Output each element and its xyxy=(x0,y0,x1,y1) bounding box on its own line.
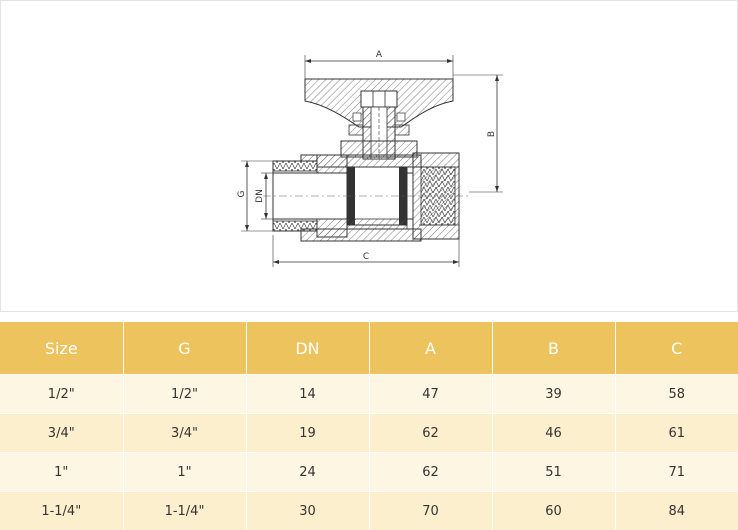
cell-dn: 24 xyxy=(246,453,369,492)
cell-b: 46 xyxy=(492,414,615,453)
cell-c: 71 xyxy=(615,453,738,492)
cell-a: 62 xyxy=(369,453,492,492)
cell-size: 1-1/4" xyxy=(0,492,123,530)
cell-g: 1-1/4" xyxy=(123,492,246,530)
handle-nut xyxy=(361,91,397,107)
cell-c: 61 xyxy=(615,414,738,453)
cell-dn: 19 xyxy=(246,414,369,453)
table-row: 1" 1" 24 62 51 71 xyxy=(0,453,738,492)
cell-c: 58 xyxy=(615,375,738,414)
cell-dn: 14 xyxy=(246,375,369,414)
cell-a: 47 xyxy=(369,375,492,414)
header-size: Size xyxy=(0,322,123,375)
table-row: 1/2" 1/2" 14 47 39 58 xyxy=(0,375,738,414)
cell-g: 1/2" xyxy=(123,375,246,414)
header-dn: DN xyxy=(246,322,369,375)
dim-a-label: A xyxy=(376,50,383,60)
cell-size: 3/4" xyxy=(0,414,123,453)
cell-b: 51 xyxy=(492,453,615,492)
dim-g-label: G xyxy=(237,190,247,197)
cell-size: 1" xyxy=(0,453,123,492)
header-g: G xyxy=(123,322,246,375)
cell-b: 60 xyxy=(492,492,615,530)
specification-table: Size G DN A B C 1/2" 1/2" 14 47 39 58 3/… xyxy=(0,322,738,530)
cell-dn: 30 xyxy=(246,492,369,530)
dim-dn-label: DN xyxy=(255,189,265,203)
valve-drawing: A B C G DN xyxy=(1,1,737,311)
header-b: B xyxy=(492,322,615,375)
technical-drawing-panel: A B C G DN xyxy=(0,0,738,312)
cell-a: 70 xyxy=(369,492,492,530)
cell-g: 3/4" xyxy=(123,414,246,453)
header-a: A xyxy=(369,322,492,375)
table-row: 3/4" 3/4" 19 62 46 61 xyxy=(0,414,738,453)
header-c: C xyxy=(615,322,738,375)
cell-a: 62 xyxy=(369,414,492,453)
cell-b: 39 xyxy=(492,375,615,414)
dim-b-label: B xyxy=(487,131,497,137)
dim-c-label: C xyxy=(363,252,369,262)
cell-size: 1/2" xyxy=(0,375,123,414)
cell-g: 1" xyxy=(123,453,246,492)
table-row: 1-1/4" 1-1/4" 30 70 60 84 xyxy=(0,492,738,530)
table-header-row: Size G DN A B C xyxy=(0,322,738,375)
cell-c: 84 xyxy=(615,492,738,530)
